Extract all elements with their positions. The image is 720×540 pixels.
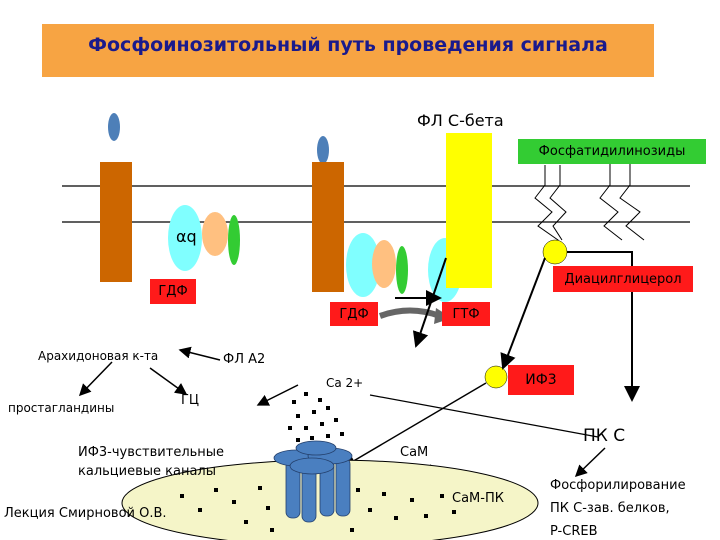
g-beta-middle <box>372 240 396 288</box>
prostaglandins-label: простагландины <box>8 401 115 415</box>
page-title: Фосфоинозитольный путь проведения сигнал… <box>88 33 608 56</box>
g-beta-left <box>202 212 228 256</box>
calcium-ions <box>180 392 456 532</box>
receptor-middle <box>312 162 344 292</box>
arachidonic-acid-label: Арахидоновая к-та <box>38 349 159 363</box>
pkc-label: ПК С <box>583 426 626 446</box>
plc-beta-label: ФЛ С-бета <box>417 111 504 130</box>
arrow-plc-down <box>412 257 447 348</box>
title-banner: Фосфоинозитольный путь проведения сигнал… <box>42 24 654 77</box>
lecture-credit: Лекция Смирновой О.В. <box>4 506 167 521</box>
pi-lipid-1 <box>534 165 559 253</box>
phosphatidylinositides-label: Фосфатидилинозиды <box>518 139 706 164</box>
phosphorylation-label-line3: P-CREB <box>550 524 598 539</box>
g-gamma-left <box>228 215 240 265</box>
arrow-pi-to-ip3 <box>500 257 546 370</box>
ip3-label: ИФ3 <box>508 365 574 395</box>
gtp-label: ГТФ <box>442 302 490 326</box>
arrow-arachidonic-to-gc <box>149 367 188 395</box>
g-alpha-left <box>168 205 202 271</box>
pi-lipid-2 <box>549 165 567 241</box>
arrow-pkc-to-phosphorylation <box>574 447 606 478</box>
g-gamma-middle <box>396 246 408 294</box>
plc-beta-block <box>446 133 492 288</box>
gdp-left-label: ГДФ <box>150 279 196 304</box>
gc-label: ГЦ <box>181 393 200 408</box>
ip3-channels-label-line1: ИФ3-чувствительные <box>78 445 225 460</box>
ip3-ball <box>484 365 508 389</box>
pi-lipid-3 <box>599 160 623 241</box>
receptor-cap-middle <box>317 136 329 164</box>
cam-pk-label: CaM-ПК <box>452 491 504 506</box>
gdp-gtp-arrow <box>378 307 442 319</box>
pi-lipid-4 <box>619 160 645 241</box>
g-alpha-middle <box>346 233 380 297</box>
phosphorylation-label-line1: Фосфорилирование <box>550 478 686 493</box>
receptor-left <box>100 162 132 282</box>
pla2-label: ФЛ А2 <box>223 352 266 367</box>
receptor-cap-left <box>108 113 120 141</box>
arrow-ca-to-cam <box>369 394 599 438</box>
arrow-ip3-to-channels <box>343 382 487 467</box>
arrow-pla2-to-arachidonic <box>178 346 221 361</box>
ip3-calcium-channels <box>273 440 353 523</box>
alpha-q-label: αq <box>176 227 197 246</box>
ip3-channels-label-line2: кальциевые каналы <box>78 464 216 479</box>
arrow-arachidonic-to-prostaglandins <box>78 361 113 397</box>
phosphorylation-label-line2: ПК С-зав. белков, <box>550 501 670 516</box>
gdp-middle-label: ГДФ <box>330 302 378 326</box>
calcium-label: Ca 2+ <box>326 376 364 390</box>
cam-label: CaM <box>400 445 429 460</box>
diacylglycerol-label: Диацилглицерол <box>553 266 693 292</box>
arrow-dag-to-pkc <box>567 251 640 402</box>
arrow-ca-to-pla2 <box>256 384 299 406</box>
dag-ball <box>542 239 568 265</box>
